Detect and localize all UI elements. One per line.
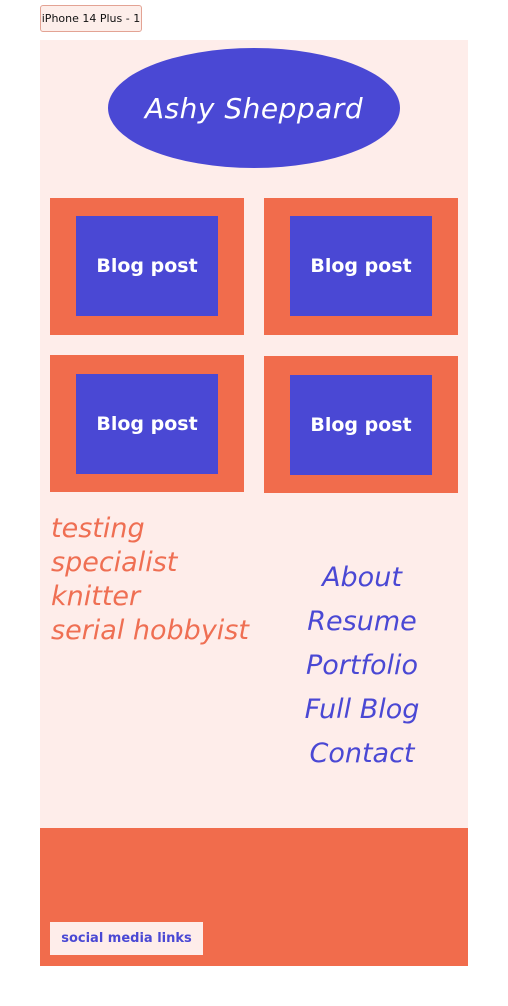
blog-card: Blog post: [50, 355, 244, 492]
tagline-line: serial hobbyist: [51, 615, 249, 646]
blog-post-label: Blog post: [96, 413, 198, 435]
blog-post-link[interactable]: Blog post: [76, 216, 218, 316]
blog-post-label: Blog post: [310, 414, 412, 436]
blog-post-label: Blog post: [310, 255, 412, 277]
social-media-links-button[interactable]: social media links: [50, 922, 203, 955]
phone-frame: Ashy Sheppard Blog post Blog post Blog p…: [40, 40, 468, 966]
tagline-line: knitter: [51, 581, 141, 612]
nav-about-link[interactable]: About: [322, 562, 402, 593]
blog-post-link[interactable]: Blog post: [290, 216, 432, 316]
footer: social media links: [40, 828, 468, 966]
nav-full-blog-link[interactable]: Full Blog: [304, 694, 420, 725]
tagline-line: specialist: [51, 547, 178, 578]
site-title: Ashy Sheppard: [144, 91, 364, 125]
blog-card: Blog post: [264, 198, 458, 335]
tagline-line: testing: [51, 513, 145, 544]
main-nav: About Resume Portfolio Full Blog Contact: [262, 556, 462, 776]
tagline: testing specialist knitter serial hobbyi…: [51, 512, 249, 648]
nav-contact-link[interactable]: Contact: [309, 738, 415, 769]
blog-post-link[interactable]: Blog post: [290, 375, 432, 475]
blog-card: Blog post: [50, 198, 244, 335]
blog-post-link[interactable]: Blog post: [76, 374, 218, 474]
blog-post-label: Blog post: [96, 255, 198, 277]
nav-portfolio-link[interactable]: Portfolio: [305, 650, 419, 681]
blog-card: Blog post: [264, 356, 458, 493]
frame-label: iPhone 14 Plus - 1: [40, 5, 142, 32]
site-logo[interactable]: Ashy Sheppard: [108, 48, 400, 168]
nav-resume-link[interactable]: Resume: [307, 606, 417, 637]
